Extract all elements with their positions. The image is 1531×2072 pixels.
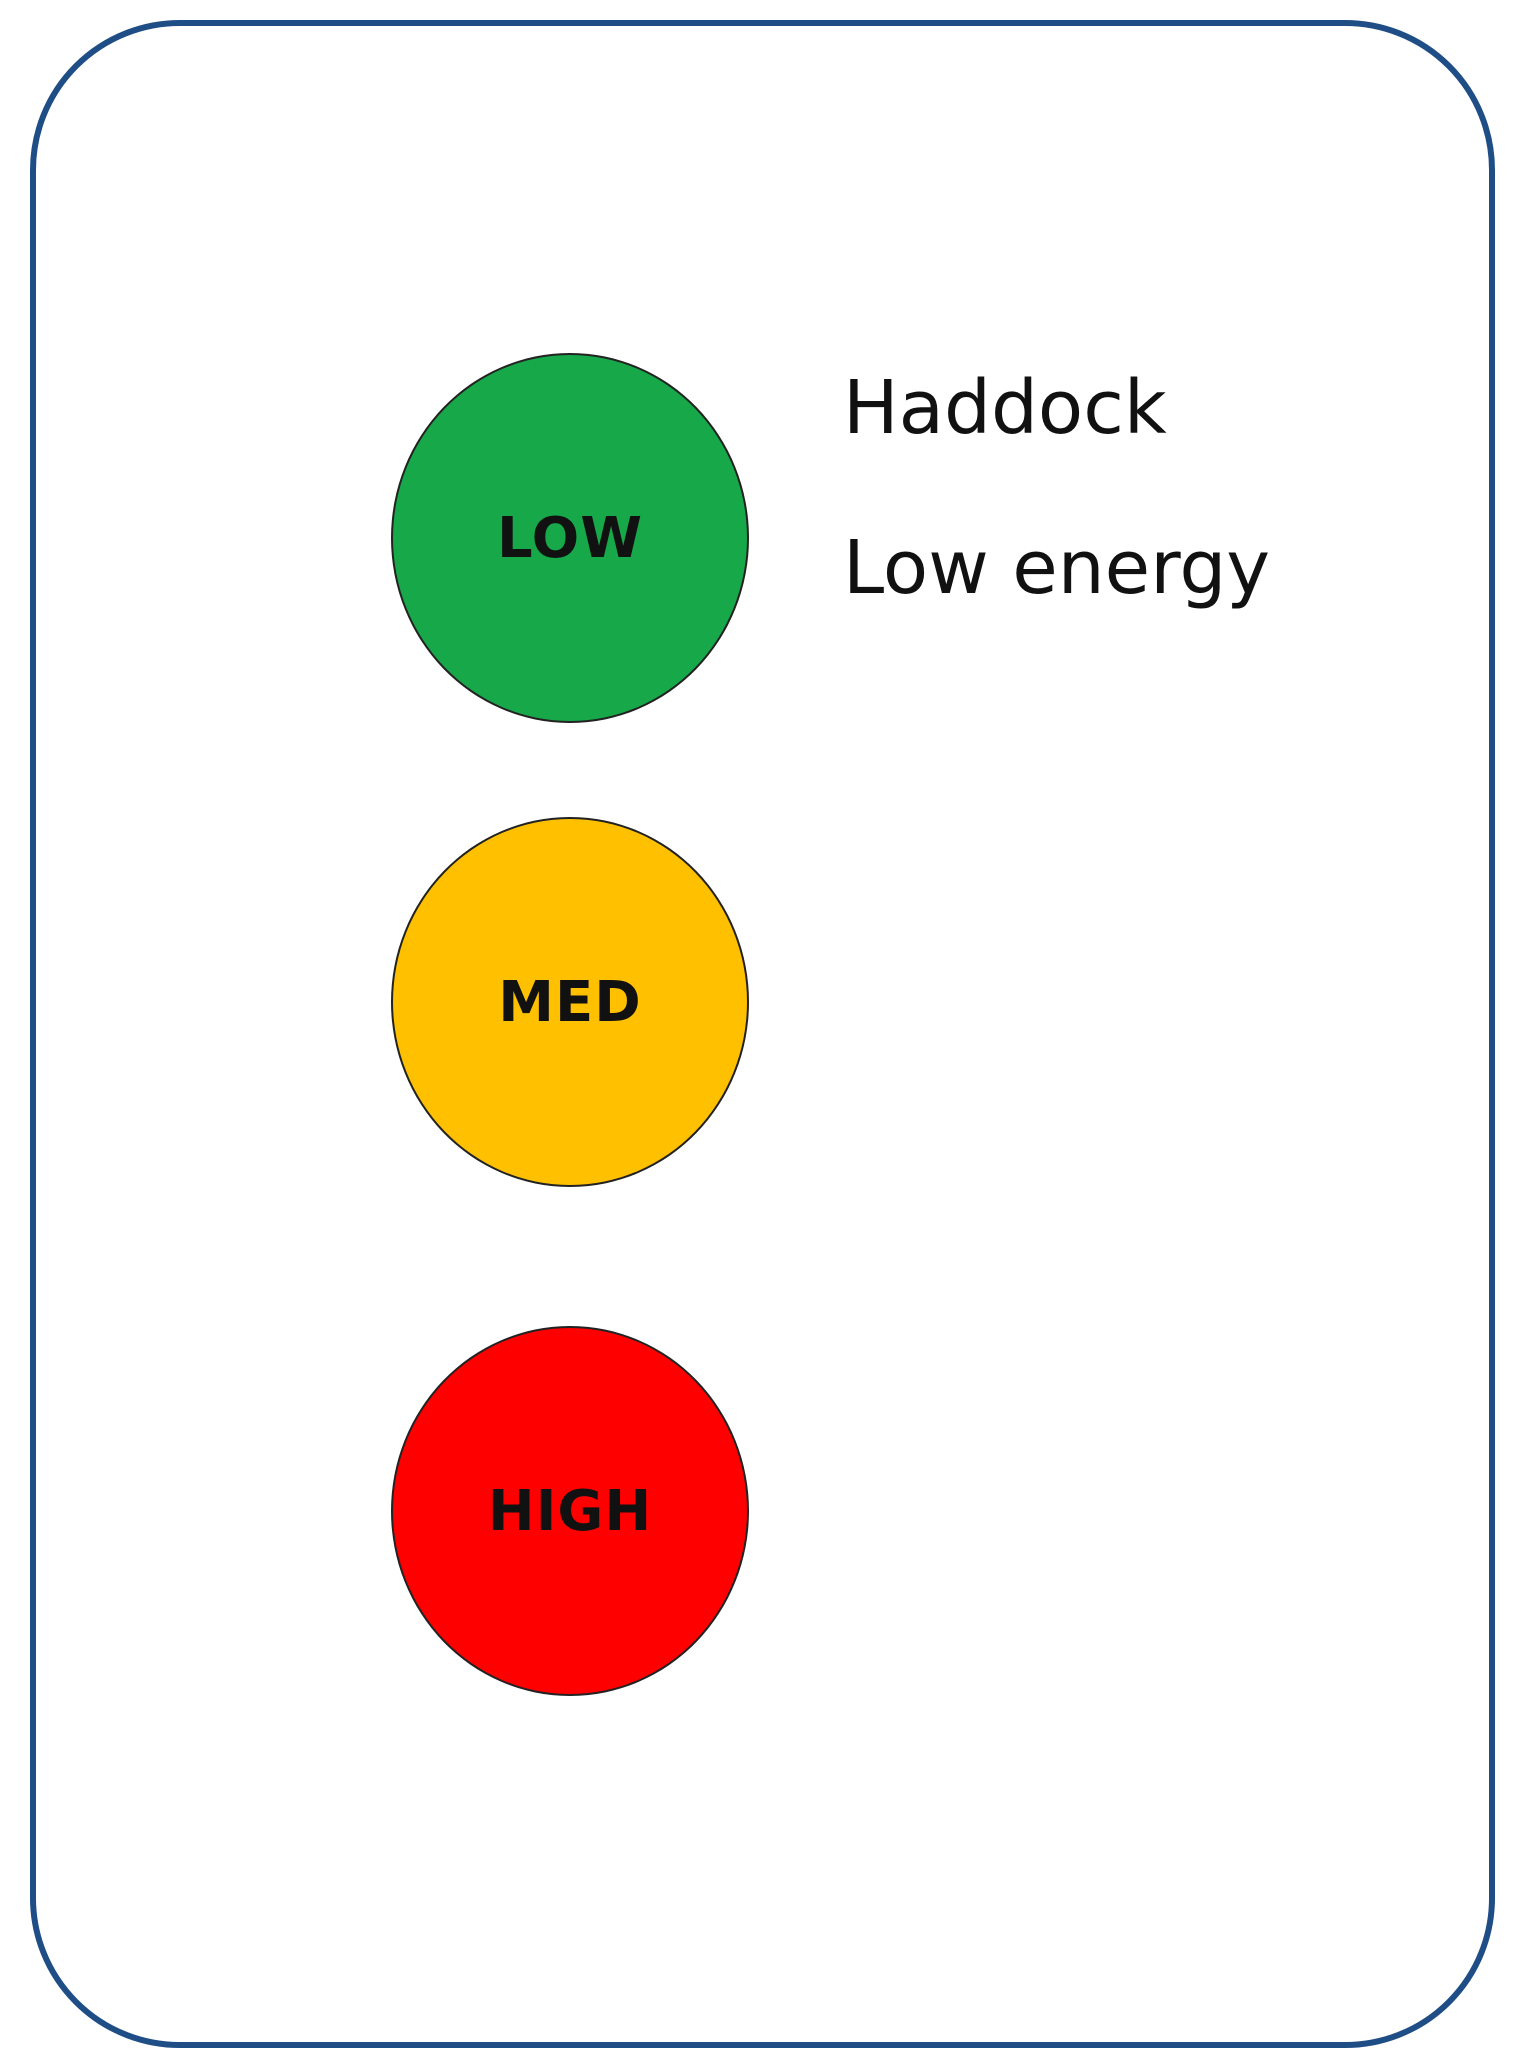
food-name: Haddock <box>843 365 1167 451</box>
low-energy-circle: LOW <box>391 353 749 723</box>
energy-rating: Low energy <box>843 525 1271 611</box>
low-label: LOW <box>496 505 644 571</box>
med-label: MED <box>498 969 642 1035</box>
high-energy-circle: HIGH <box>391 1326 749 1696</box>
high-label: HIGH <box>487 1478 653 1544</box>
energy-label-card: LOW MED HIGH <box>30 20 1495 2048</box>
medium-energy-circle: MED <box>391 817 749 1187</box>
